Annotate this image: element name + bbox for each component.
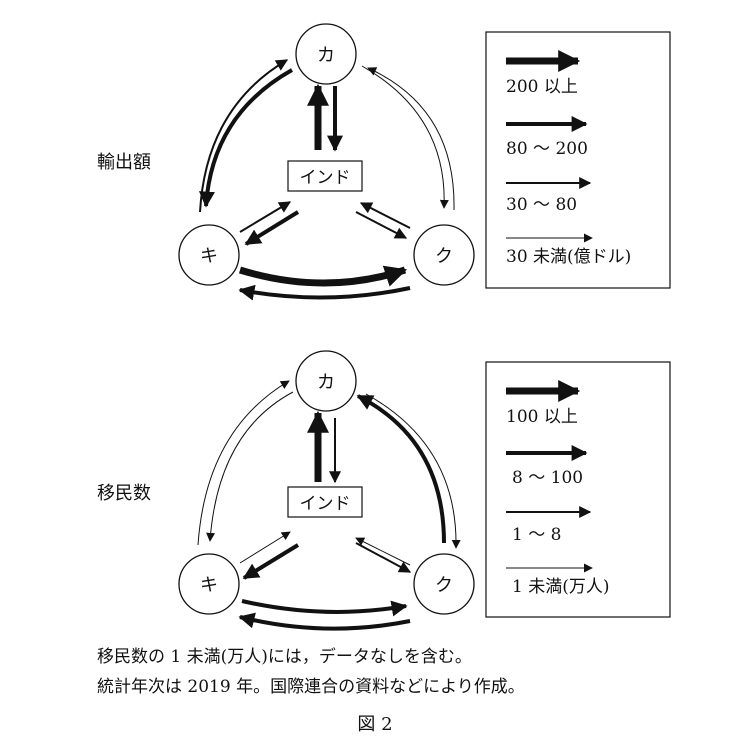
node-ki-circle <box>178 224 240 286</box>
legend-label-class-3: 80 ～ 200 <box>506 139 588 159</box>
note-line-2: 統計年次は 2019 年。国際連合の資料などにより作成。 <box>97 677 525 697</box>
flow-ku-to-ka <box>367 67 455 211</box>
diagram-title: 輸出額 <box>97 152 151 173</box>
node-india-box <box>287 160 363 192</box>
node-ki-label: キ <box>200 575 218 596</box>
flow-ku-to-india <box>355 537 411 566</box>
note-line-1: 移民数の 1 未満(万人)には，データなしを含む。 <box>97 646 472 667</box>
node-india-box <box>287 486 363 518</box>
legend-label-class-2: 30 ～ 80 <box>506 195 577 215</box>
export-diagram: 輸出額 カ キ ク インド 200 以上 80 ～ 200 30 ～ 80 30… <box>97 23 671 301</box>
flow-india-to-ki <box>244 210 300 246</box>
node-ka-circle <box>295 350 357 412</box>
flow-india-to-ki <box>242 543 300 580</box>
flow-ki-to-ka <box>199 59 289 213</box>
flow-ka-to-ki <box>198 68 293 208</box>
flow-ku-to-ki <box>238 284 411 301</box>
node-ku-circle <box>413 224 475 286</box>
node-india-label: インド <box>300 168 351 188</box>
legend-label-class-3: 8 ～ 100 <box>512 468 583 488</box>
flow-ki-to-ka <box>197 380 290 546</box>
legend-box <box>485 31 671 289</box>
legend-label-class-1: 1 未満(万人) <box>512 577 609 597</box>
flow-ku-to-ki <box>238 612 411 631</box>
flow-ku-to-india <box>359 202 411 229</box>
legend-label-class-4: 200 以上 <box>506 77 578 97</box>
migration-diagram: 移民数 カ キ ク インド 100 以上 8 ～ 100 1 ～ 8 1 未満(… <box>97 350 671 631</box>
flow-ki-to-ku <box>238 265 408 287</box>
legend-label-class-1: 30 未満(億ドル) <box>506 247 631 267</box>
node-ku-label: ク <box>435 246 453 267</box>
node-ki-circle <box>178 553 240 615</box>
flow-ki-to-india <box>239 531 291 564</box>
flow-ka-to-ku <box>361 65 449 209</box>
legend-label-class-2: 1 ～ 8 <box>512 525 561 545</box>
legend-label-class-4: 100 以上 <box>506 407 578 427</box>
node-ka-label: カ <box>317 45 335 66</box>
node-india-label: インド <box>300 494 351 514</box>
flow-india-to-ku <box>355 211 408 239</box>
flow-ki-to-india <box>239 201 292 233</box>
node-ku-circle <box>413 553 475 615</box>
flow-ku-to-ka <box>356 394 446 544</box>
node-ku-label: ク <box>435 575 453 596</box>
flow-ki-to-ku <box>241 599 408 617</box>
node-ka-label: カ <box>317 372 335 393</box>
flow-ka-to-ku <box>365 393 461 549</box>
flow-india-to-ku <box>355 542 412 573</box>
node-ki-label: キ <box>200 246 218 267</box>
flow-ka-to-ki <box>206 391 294 542</box>
figure-label: 図 2 <box>357 714 392 735</box>
legend-box <box>485 361 671 618</box>
node-ka-circle <box>295 23 357 85</box>
diagram-title: 移民数 <box>97 483 151 504</box>
